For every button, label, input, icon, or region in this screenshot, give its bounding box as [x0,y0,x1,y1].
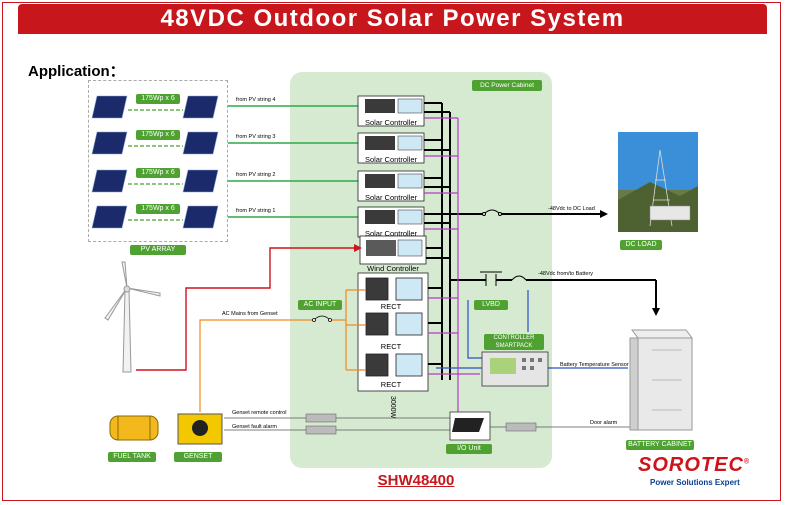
pv-string-4-label: from PV string 4 [236,97,276,103]
wind-controller-box [359,235,427,265]
pv-module-label-4: 175Wp x 6 [136,94,180,104]
solar-controller-label-1: Solar Controller [364,229,418,238]
rect-rating: 3000W [389,396,396,419]
ac-mains-label: AC Mains from Genset [222,311,278,317]
brand-tagline: Power Solutions Expert [650,478,740,487]
fuel-tank-drawing [109,415,159,441]
battery-feed-label: -48Vdc from/to Battery [538,271,594,277]
solar-controller-label-3: Solar Controller [364,155,418,164]
pv-module-label-2: 175Wp x 6 [136,168,180,178]
wind-controller-label: Wind Controller [367,264,419,273]
pv-module-label-3: 175Wp x 6 [136,130,180,140]
dc-load-feed-label: -48Vdc to DC Load [548,206,595,212]
io-unit-label: I/O Unit [446,444,492,454]
pv-row-4 [91,95,219,119]
model-number: SHW48400 [377,472,455,489]
genset-label: GENSET [174,452,222,462]
ac-input-label: AC INPUT [298,300,342,310]
battery-cabinet-drawing [629,329,693,431]
controller-smartpack-label: CONTROLLER SMARTPACK [484,334,544,350]
dc-load-photo [618,132,698,232]
smartpack-box [481,351,549,387]
application-label: Application： [28,63,125,80]
brand-reg: ® [743,458,751,466]
solar-controller-label-2: Solar Controller [364,193,418,202]
pv-row-1 [91,205,219,229]
cabinet-title: DC Power Cabinet [472,80,542,91]
genset-fault-label: Genset fault alarm [232,424,277,430]
pv-string-3-label: from PV string 3 [236,134,276,140]
solar-controller-label-4: Solar Controller [364,118,418,127]
fuel-tank-label: FUEL TANK [108,452,156,462]
battery-cabinet-label: BATTERY CABINET [626,440,694,450]
pv-array-label: PV ARRAY [130,245,186,255]
io-unit-box [449,411,491,441]
brand-name: SOROTEC [638,454,744,476]
genset-drawing [177,413,223,445]
battery-temp-label: Battery Temperature Sensor [560,362,629,368]
pv-string-2-label: from PV string 2 [236,172,276,178]
rect-label-3: RECT [380,380,402,389]
rect-label-2: RECT [380,342,402,351]
pv-string-lines [228,105,358,218]
rect-label-1: RECT [380,302,402,311]
lvbd-label: LVBD [474,300,508,310]
dc-bus [424,102,657,380]
dc-load-label: DC LOAD [620,240,662,250]
door-alarm-label: Door alarm [590,420,618,426]
brand-logo: SOROTEC® [638,454,750,477]
genset-remote-label: Genset remote control [232,410,287,416]
pv-string-1-label: from PV string 1 [236,208,276,214]
rectifiers [357,272,429,392]
pv-panels [91,95,219,229]
wind-turbine [104,261,161,373]
pv-module-label-1: 175Wp x 6 [136,204,180,214]
pv-row-2 [91,169,219,193]
page-title: 48VDC Outdoor Solar Power System [18,4,767,34]
pv-row-3 [91,131,219,155]
